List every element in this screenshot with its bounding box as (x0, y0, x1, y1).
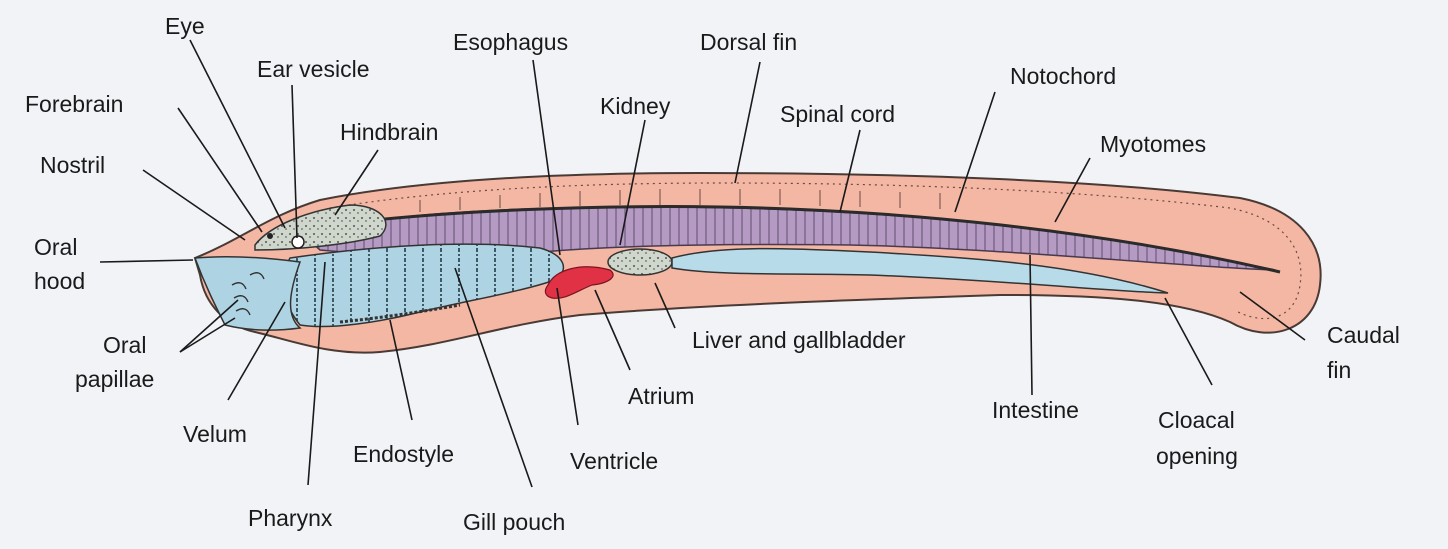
liver-gallbladder-shape (608, 249, 672, 275)
label-velum: Velum (183, 421, 247, 447)
label-pharynx: Pharynx (248, 505, 333, 531)
label-esophagus: Esophagus (453, 29, 568, 55)
label-ear-vesicle: Ear vesicle (257, 56, 369, 82)
label-intestine: Intestine (992, 397, 1079, 423)
label-cloacal-opening-line2: opening (1156, 443, 1238, 469)
label-dorsal-fin: Dorsal fin (700, 29, 797, 55)
label-caudal-fin-line2: fin (1327, 357, 1351, 383)
eye-shape (267, 233, 273, 239)
label-hindbrain: Hindbrain (340, 119, 438, 145)
label-liver-gallbladder: Liver and gallbladder (692, 327, 906, 353)
label-endostyle: Endostyle (353, 441, 454, 467)
ear-vesicle-shape (292, 236, 304, 248)
label-gill-pouch: Gill pouch (463, 509, 565, 535)
label-oral-hood-line1: Oral (34, 234, 77, 260)
label-kidney: Kidney (600, 93, 671, 119)
label-oral-papillae-line2: papillae (75, 366, 154, 392)
label-nostril: Nostril (40, 152, 105, 178)
label-cloacal-opening-line1: Cloacal (1158, 407, 1235, 433)
label-spinal-cord: Spinal cord (780, 101, 895, 127)
label-caudal-fin-line1: Caudal (1327, 322, 1400, 348)
label-ventricle: Ventricle (570, 448, 658, 474)
label-eye: Eye (165, 13, 205, 39)
label-notochord: Notochord (1010, 63, 1116, 89)
label-oral-papillae-line1: Oral (103, 332, 146, 358)
label-myotomes: Myotomes (1100, 131, 1206, 157)
label-atrium: Atrium (628, 383, 694, 409)
label-forebrain: Forebrain (25, 91, 123, 117)
label-oral-hood-line2: hood (34, 268, 85, 294)
oral-hood-shape (195, 257, 300, 330)
